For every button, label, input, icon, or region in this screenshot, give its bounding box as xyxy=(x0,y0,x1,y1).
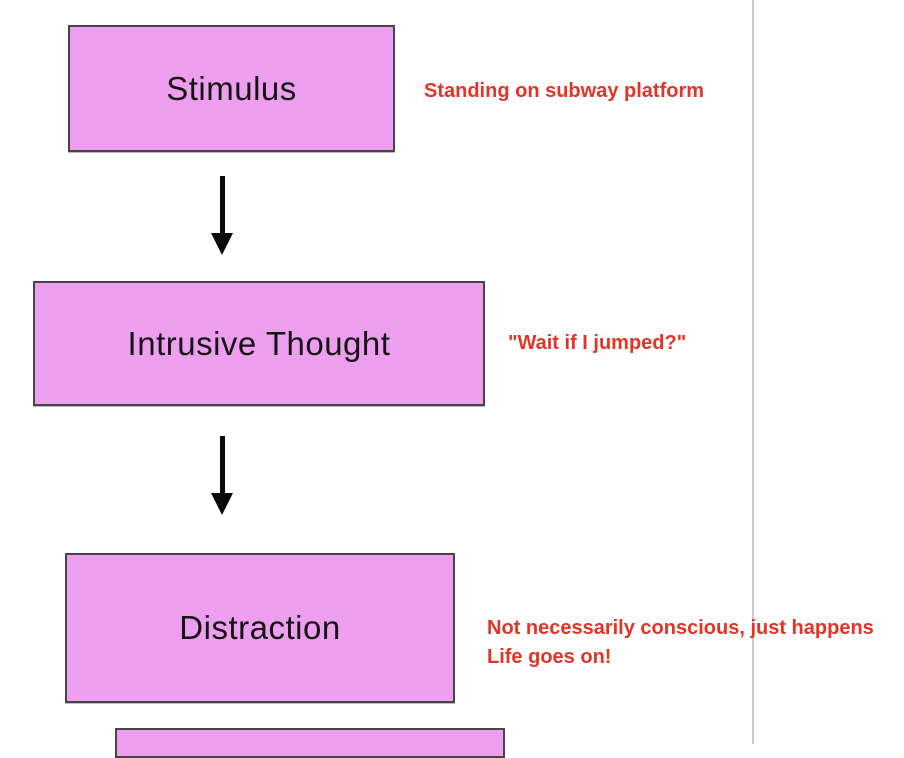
annotation-text: Not necessarily conscious, just happens xyxy=(487,617,874,639)
annotation-stimulus: Standing on subway platform xyxy=(424,77,704,106)
node-stimulus-label: Stimulus xyxy=(166,69,297,107)
node-distraction: Distraction xyxy=(65,553,455,703)
arrow-shaft xyxy=(219,436,225,494)
annotation-intrusive-thought: "Wait if I jumped?" xyxy=(508,329,686,358)
node-stimulus: Stimulus xyxy=(68,25,395,152)
arrow-head xyxy=(211,493,233,515)
arrow-head xyxy=(211,233,233,255)
node-cutoff-bottom xyxy=(115,728,505,758)
node-intrusive-thought: Intrusive Thought xyxy=(33,281,485,406)
page-divider xyxy=(752,0,754,744)
annotation-text: Standing on subway platform xyxy=(424,80,705,102)
annotation-distraction: Not necessarily conscious, just happens … xyxy=(487,614,874,672)
arrow-shaft xyxy=(219,176,225,234)
node-distraction-label: Distraction xyxy=(179,609,341,646)
annotation-text: "Wait if I jumped?" xyxy=(508,332,687,354)
node-intrusive-thought-label: Intrusive Thought xyxy=(127,324,391,362)
annotation-text: Life goes on! xyxy=(487,646,612,668)
